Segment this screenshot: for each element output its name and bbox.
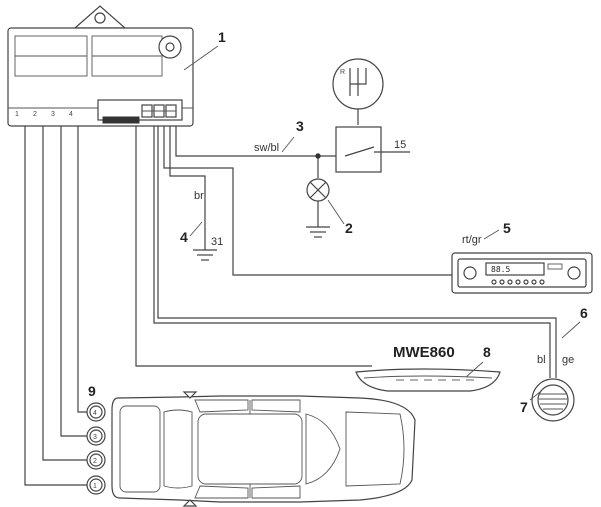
sensor-1: 1 <box>86 475 106 495</box>
leader-line-3 <box>281 136 295 153</box>
callout-8: 8 <box>483 344 491 360</box>
callout-3: 3 <box>296 118 304 134</box>
speaker-wire <box>153 126 551 378</box>
leader-line-1 <box>183 45 219 71</box>
callout-2: 2 <box>345 220 353 236</box>
parking-sensors: 4 3 2 1 <box>86 402 106 495</box>
radio-display-text: 88.5 <box>491 265 510 274</box>
display-model-label: MWE860 <box>393 344 455 361</box>
car-radio: 88.5 <box>451 252 593 294</box>
sensor-number: 1 <box>93 483 97 490</box>
display-wire <box>135 126 372 367</box>
pin-label: 4 <box>69 111 73 118</box>
sensor-number: 2 <box>93 458 97 465</box>
car-top-view <box>111 391 416 507</box>
radio-wire <box>163 126 452 276</box>
sensor-wires <box>24 126 88 486</box>
speaker-wire <box>157 126 557 378</box>
wire-label-rt-gr: rt/gr <box>462 234 482 246</box>
control-unit: 1 2 3 4 <box>7 5 194 127</box>
callout-1: 1 <box>218 29 226 45</box>
wire-label-ge: ge <box>562 354 574 366</box>
reverse-switch <box>335 126 382 173</box>
callout-5: 5 <box>503 220 511 236</box>
leader-line-2 <box>327 199 345 225</box>
pin-label: 3 <box>51 111 55 118</box>
leader-line-7 <box>529 391 541 401</box>
radio-display <box>485 262 545 276</box>
sensor-number: 4 <box>93 410 97 417</box>
gear-shift-switch: R 15 <box>332 58 410 173</box>
sensor-number: 3 <box>93 434 97 441</box>
callout-9: 9 <box>88 383 96 399</box>
wire-label-sw-bl: sw/bl <box>254 142 279 154</box>
sensor-3: 3 <box>86 426 106 446</box>
sensor-2: 2 <box>86 450 106 470</box>
leader-line-8 <box>465 361 484 378</box>
callout-7: 7 <box>520 399 528 415</box>
callout-4: 4 <box>180 229 188 245</box>
speaker-buzzer <box>531 378 575 422</box>
reverse-lamp <box>306 178 330 238</box>
pin-label: 1 <box>15 111 19 118</box>
display-unit <box>355 368 501 392</box>
pin-label: 2 <box>33 111 37 118</box>
leader-line-5 <box>483 229 500 240</box>
ground-wire <box>169 126 217 261</box>
callout-6: 6 <box>580 305 588 321</box>
sensor-4: 4 <box>86 402 106 422</box>
terminal-15-label: 15 <box>394 139 406 151</box>
gear-reverse-label: R <box>340 69 345 76</box>
junction-dot <box>315 153 321 159</box>
wire-label-br: br <box>194 190 204 202</box>
leader-line-4 <box>189 221 203 237</box>
terminal-31-label: 31 <box>211 236 223 248</box>
leader-line-6 <box>561 321 581 339</box>
wire-label-bl: bl <box>537 354 546 366</box>
